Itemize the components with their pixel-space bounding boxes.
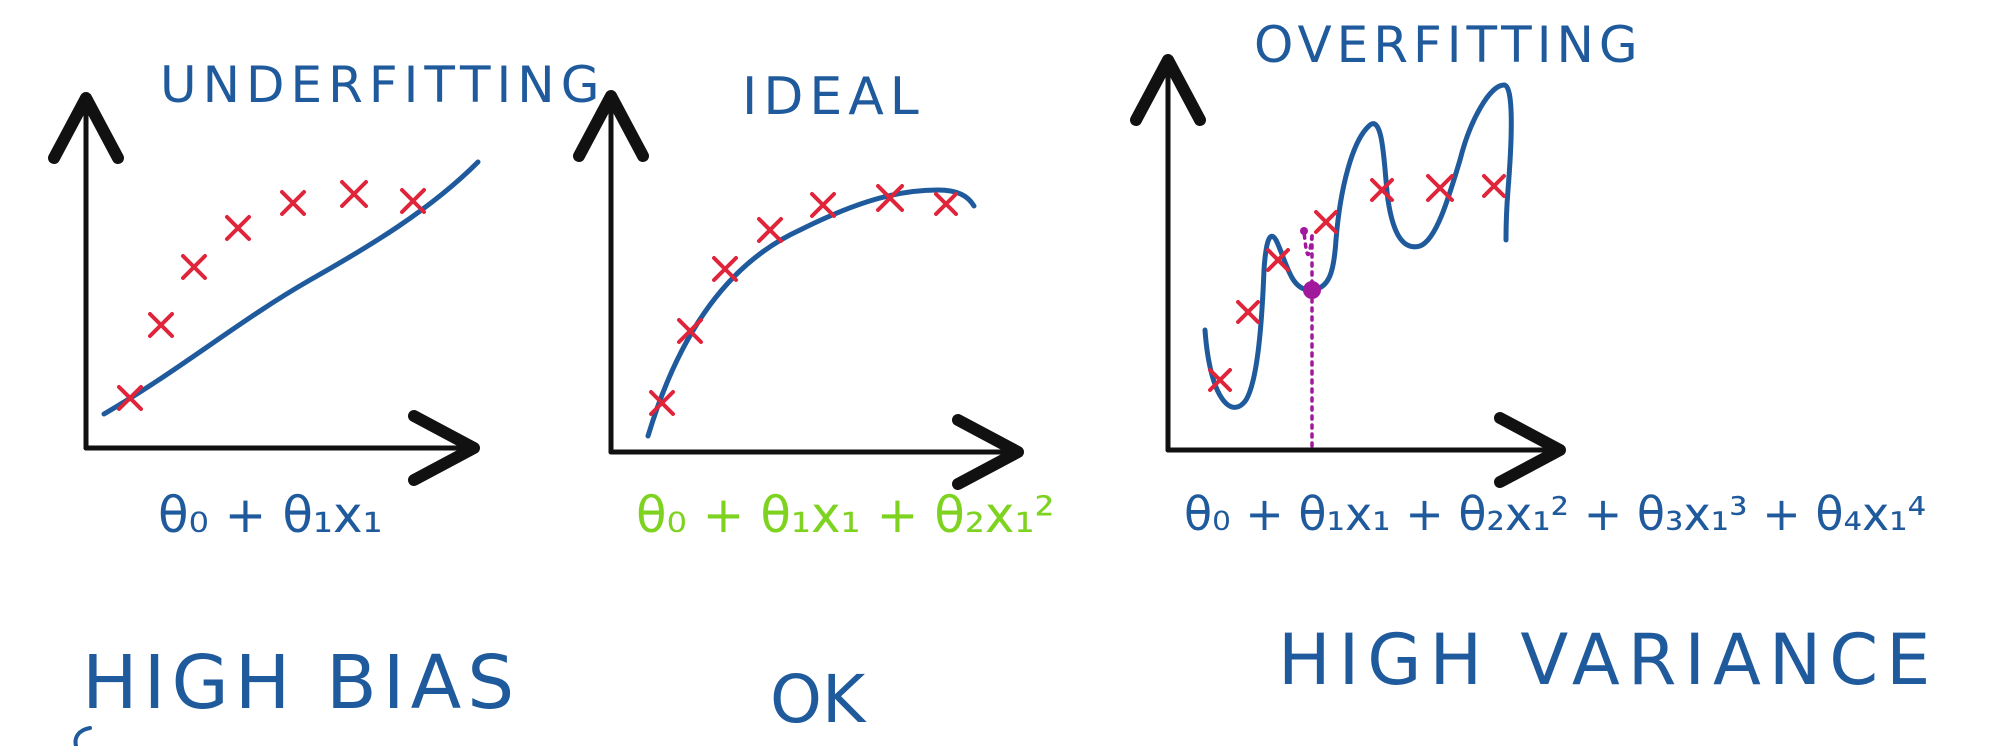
overfitting-formula: θ₀ + θ₁x₁ + θ₂x₁² + θ₃x₁³ + θ₄x₁⁴ bbox=[1184, 487, 1926, 541]
prediction-point bbox=[1303, 281, 1321, 299]
ideal-title: IDEAL bbox=[742, 67, 925, 127]
underfitting-title: UNDERFITTING bbox=[160, 56, 605, 114]
underfitting-caption: HIGH BIAS bbox=[82, 640, 520, 726]
caption-stroke-fragment bbox=[73, 726, 92, 746]
ideal-data-points bbox=[649, 184, 958, 416]
ideal-caption: OK bbox=[770, 661, 867, 738]
quadratic-fit-curve bbox=[645, 187, 977, 439]
data-point bbox=[757, 217, 783, 243]
high-degree-fit-curve bbox=[1202, 82, 1514, 410]
overfitting-axes bbox=[1130, 54, 1566, 488]
linear-fit-curve bbox=[101, 159, 481, 417]
data-point bbox=[1208, 368, 1232, 392]
data-point bbox=[1314, 210, 1338, 234]
prediction-guide-top bbox=[1300, 227, 1308, 235]
data-point bbox=[1426, 174, 1454, 202]
panel-ideal: IDEAL θ₀ + θ₁x₁ + θ₂x₁² OK bbox=[573, 67, 1055, 738]
data-point bbox=[117, 385, 143, 411]
underfitting-axes bbox=[47, 92, 480, 486]
data-point bbox=[340, 180, 368, 208]
data-point bbox=[181, 254, 207, 280]
data-point bbox=[225, 215, 251, 241]
panel-overfitting: OVERFITTING θ₀ + θ₁x₁ + θ₂x₁² + θ₃x₁³ + … bbox=[1130, 16, 1938, 701]
overfitting-data-points bbox=[1208, 174, 1506, 392]
ideal-formula: θ₀ + θ₁x₁ + θ₂x₁² bbox=[636, 486, 1055, 544]
data-point bbox=[934, 192, 958, 216]
overfitting-caption: HIGH VARIANCE bbox=[1278, 619, 1938, 701]
data-point bbox=[148, 312, 174, 338]
data-point bbox=[1266, 248, 1290, 272]
data-point bbox=[677, 318, 703, 344]
data-point bbox=[400, 188, 426, 214]
data-point bbox=[1482, 174, 1506, 198]
underfitting-formula: θ₀ + θ₁x₁ bbox=[158, 486, 383, 544]
data-point bbox=[810, 192, 836, 218]
panel-underfitting: UNDERFITTING θ₀ + θ₁x₁ HIGH BIAS bbox=[47, 56, 605, 746]
data-point bbox=[280, 190, 306, 216]
data-point bbox=[1236, 300, 1260, 324]
overfitting-title: OVERFITTING bbox=[1254, 16, 1643, 74]
data-point bbox=[649, 390, 675, 416]
prediction-marker bbox=[1300, 227, 1321, 448]
data-point bbox=[876, 184, 904, 212]
data-point bbox=[1370, 178, 1394, 202]
underfitting-data-points bbox=[117, 180, 426, 411]
data-point bbox=[712, 256, 738, 282]
prediction-guide-hook bbox=[1302, 230, 1314, 256]
ideal-axes bbox=[573, 90, 1024, 490]
